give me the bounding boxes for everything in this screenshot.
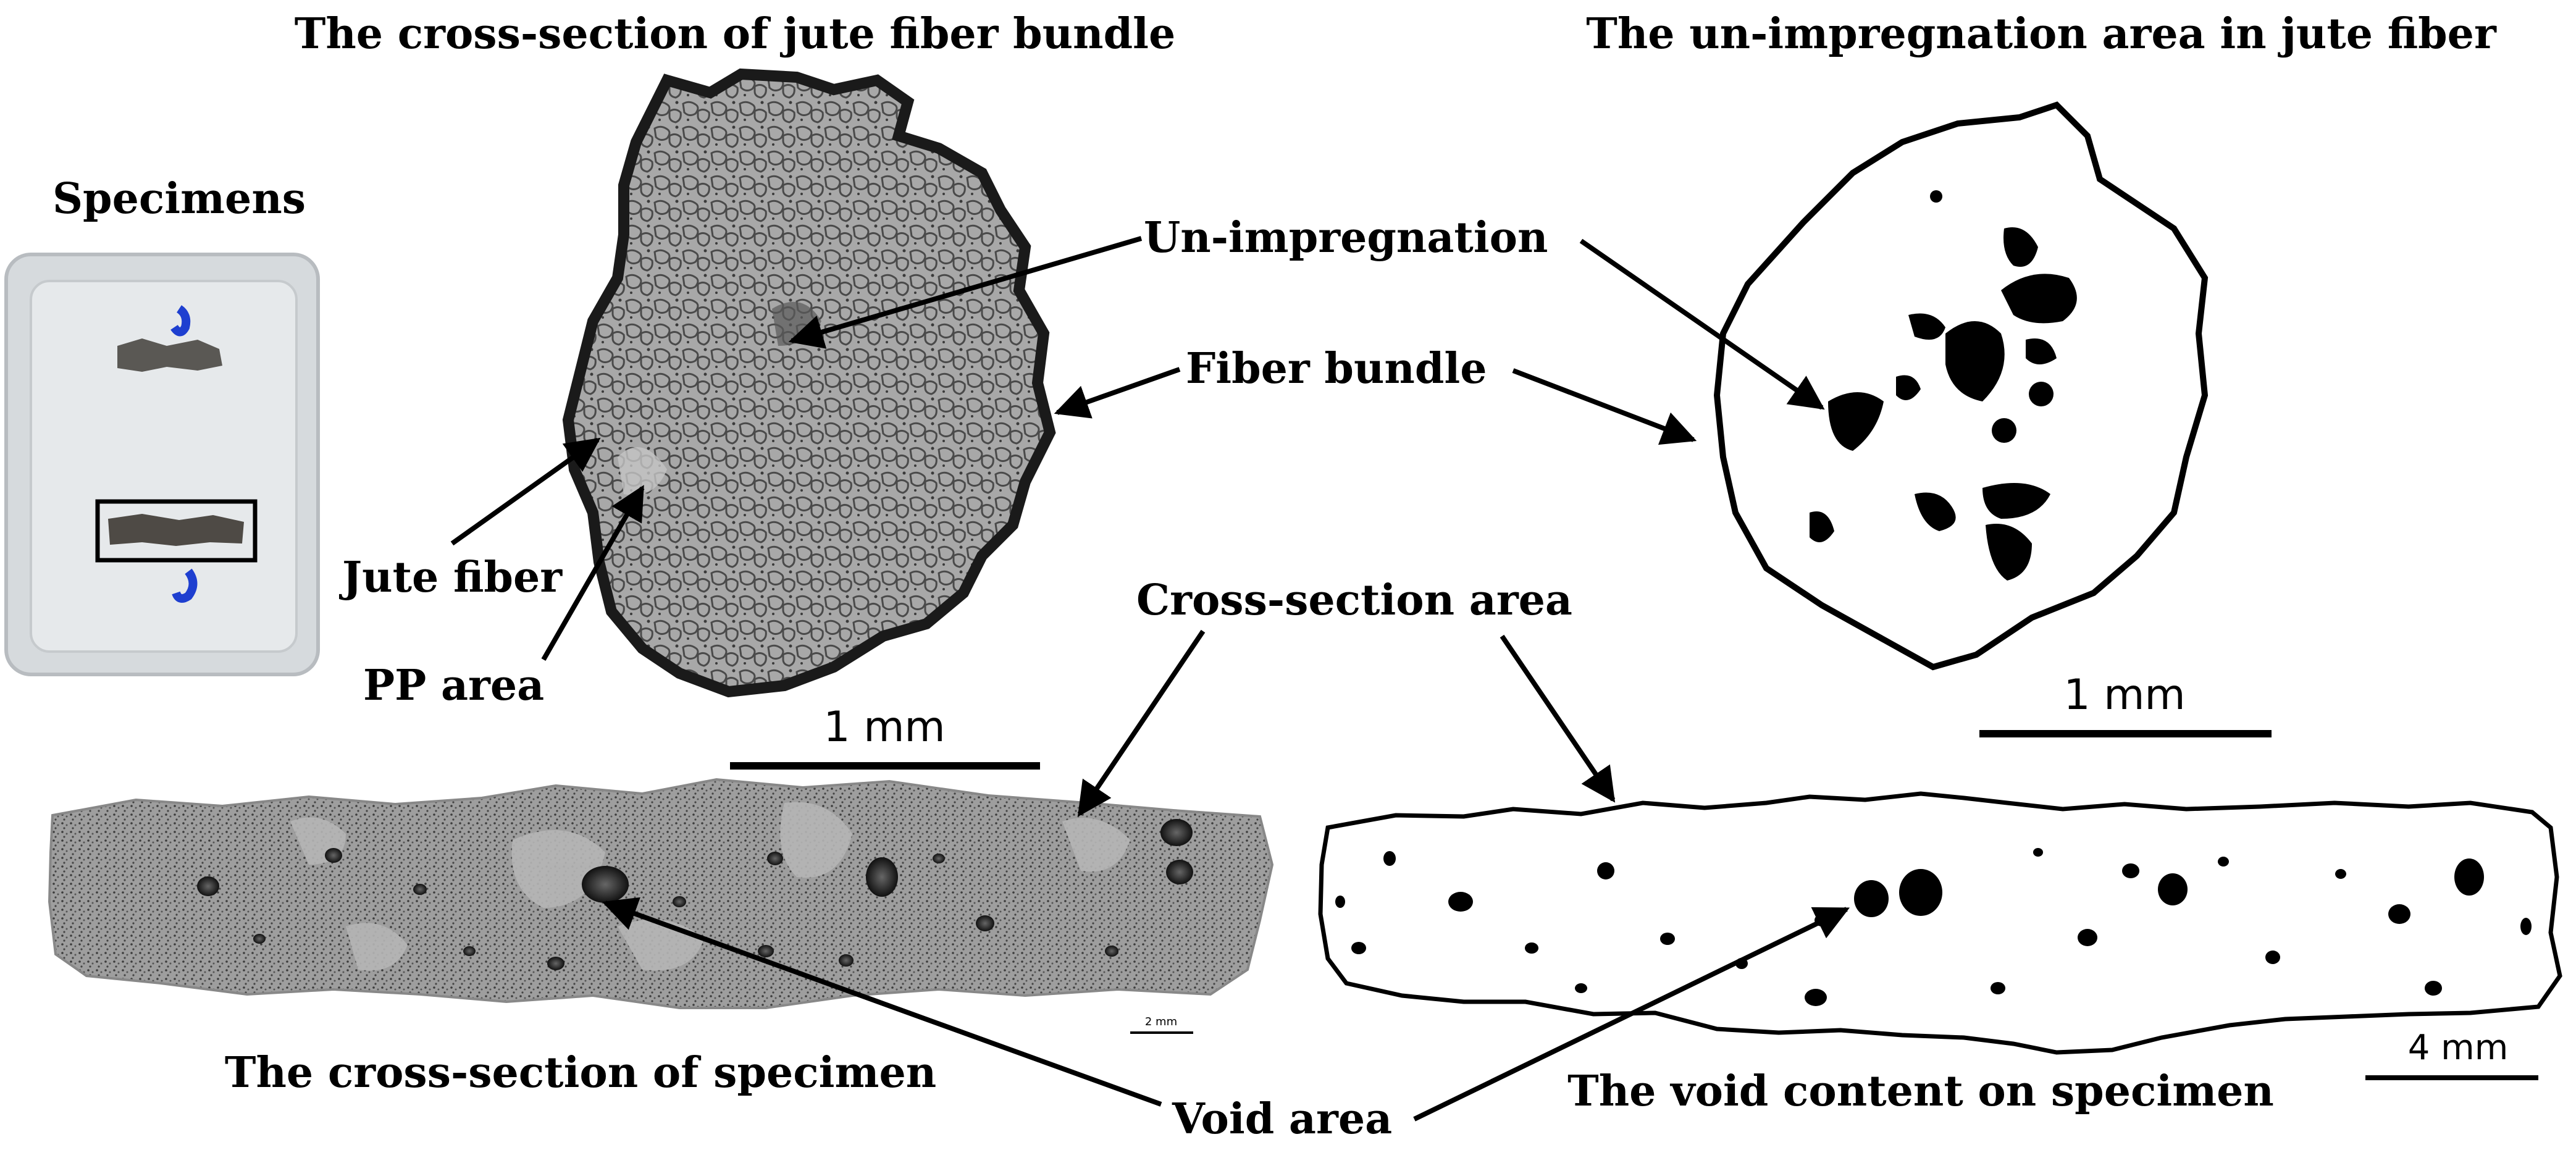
binary-specimen-voids <box>1335 848 2532 1006</box>
scale-bar-binary-specimen: 4 mm <box>2365 1028 2538 1080</box>
marker-blue-top <box>170 305 191 337</box>
arrow-fiberbundle-left <box>1054 367 1181 419</box>
arrow-jute-fiber <box>450 437 601 546</box>
sample-upper <box>117 338 222 372</box>
scale-bar-bundle-label: 1 mm <box>823 703 945 752</box>
arrow-fiberbundle-right <box>1512 368 1697 445</box>
arrow-void-right <box>1413 907 1850 1122</box>
arrow-cross-section-left <box>1077 629 1206 817</box>
title-bundle-cross-section: The cross-section of jute fiber bundle <box>295 9 1176 59</box>
specimen-photo <box>4 253 320 676</box>
binary-specimen-outline <box>1318 791 2562 1055</box>
scale-bar-bundle: 1 mm <box>730 703 1040 770</box>
label-void-area: Void area <box>1172 1094 1392 1144</box>
label-pp-area: PP area <box>363 661 544 710</box>
scale-bar-specimen-label: 2 mm <box>1145 1015 1177 1028</box>
annotation-arrows <box>450 236 1850 1122</box>
title-specimens: Specimens <box>52 174 306 224</box>
unimpregnation-blobs <box>1810 190 2077 581</box>
label-fiber-bundle: Fiber bundle <box>1186 344 1487 393</box>
scale-bar-specimen: 2 mm <box>1130 1015 1193 1034</box>
marker-blue-bottom <box>172 568 198 603</box>
scale-bar-binary-bundle: 1 mm <box>1979 671 2272 737</box>
label-un-impregnation: Un-impregnation <box>1144 213 1548 262</box>
specimen-outline <box>48 778 1274 1009</box>
arrow-pp-area <box>541 485 645 661</box>
title-unimpregnation-area: The un-impregnation area in jute fiber <box>1586 9 2497 59</box>
bundle-micrograph <box>562 68 1056 698</box>
title-void-content: The void content on specimen <box>1567 1067 2274 1116</box>
label-cross-section-area: Cross-section area <box>1136 576 1572 625</box>
binary-bundle <box>1713 101 2209 671</box>
title-specimen-cross-section: The cross-section of specimen <box>225 1048 936 1098</box>
bundle-outline <box>562 68 1056 698</box>
arrow-cross-section-right <box>1500 634 1616 803</box>
scale-bar-binary-bundle-label: 1 mm <box>2063 671 2185 720</box>
sample-highlight-box <box>95 499 258 563</box>
sample-lower <box>108 514 244 546</box>
arrow-unimpregnation-right <box>1579 238 1825 410</box>
specimen-micrograph <box>48 778 1274 1009</box>
binary-specimen <box>1318 791 2562 1055</box>
label-jute-fiber: Jute fiber <box>339 553 563 602</box>
arrow-void-left <box>602 897 1162 1107</box>
arrow-unimpregnation-left <box>788 236 1143 349</box>
specimen-voids <box>197 819 1193 970</box>
resin-block-inner <box>30 280 298 653</box>
scale-bar-binary-specimen-label: 4 mm <box>2408 1028 2509 1068</box>
pp-area-region <box>618 447 667 495</box>
